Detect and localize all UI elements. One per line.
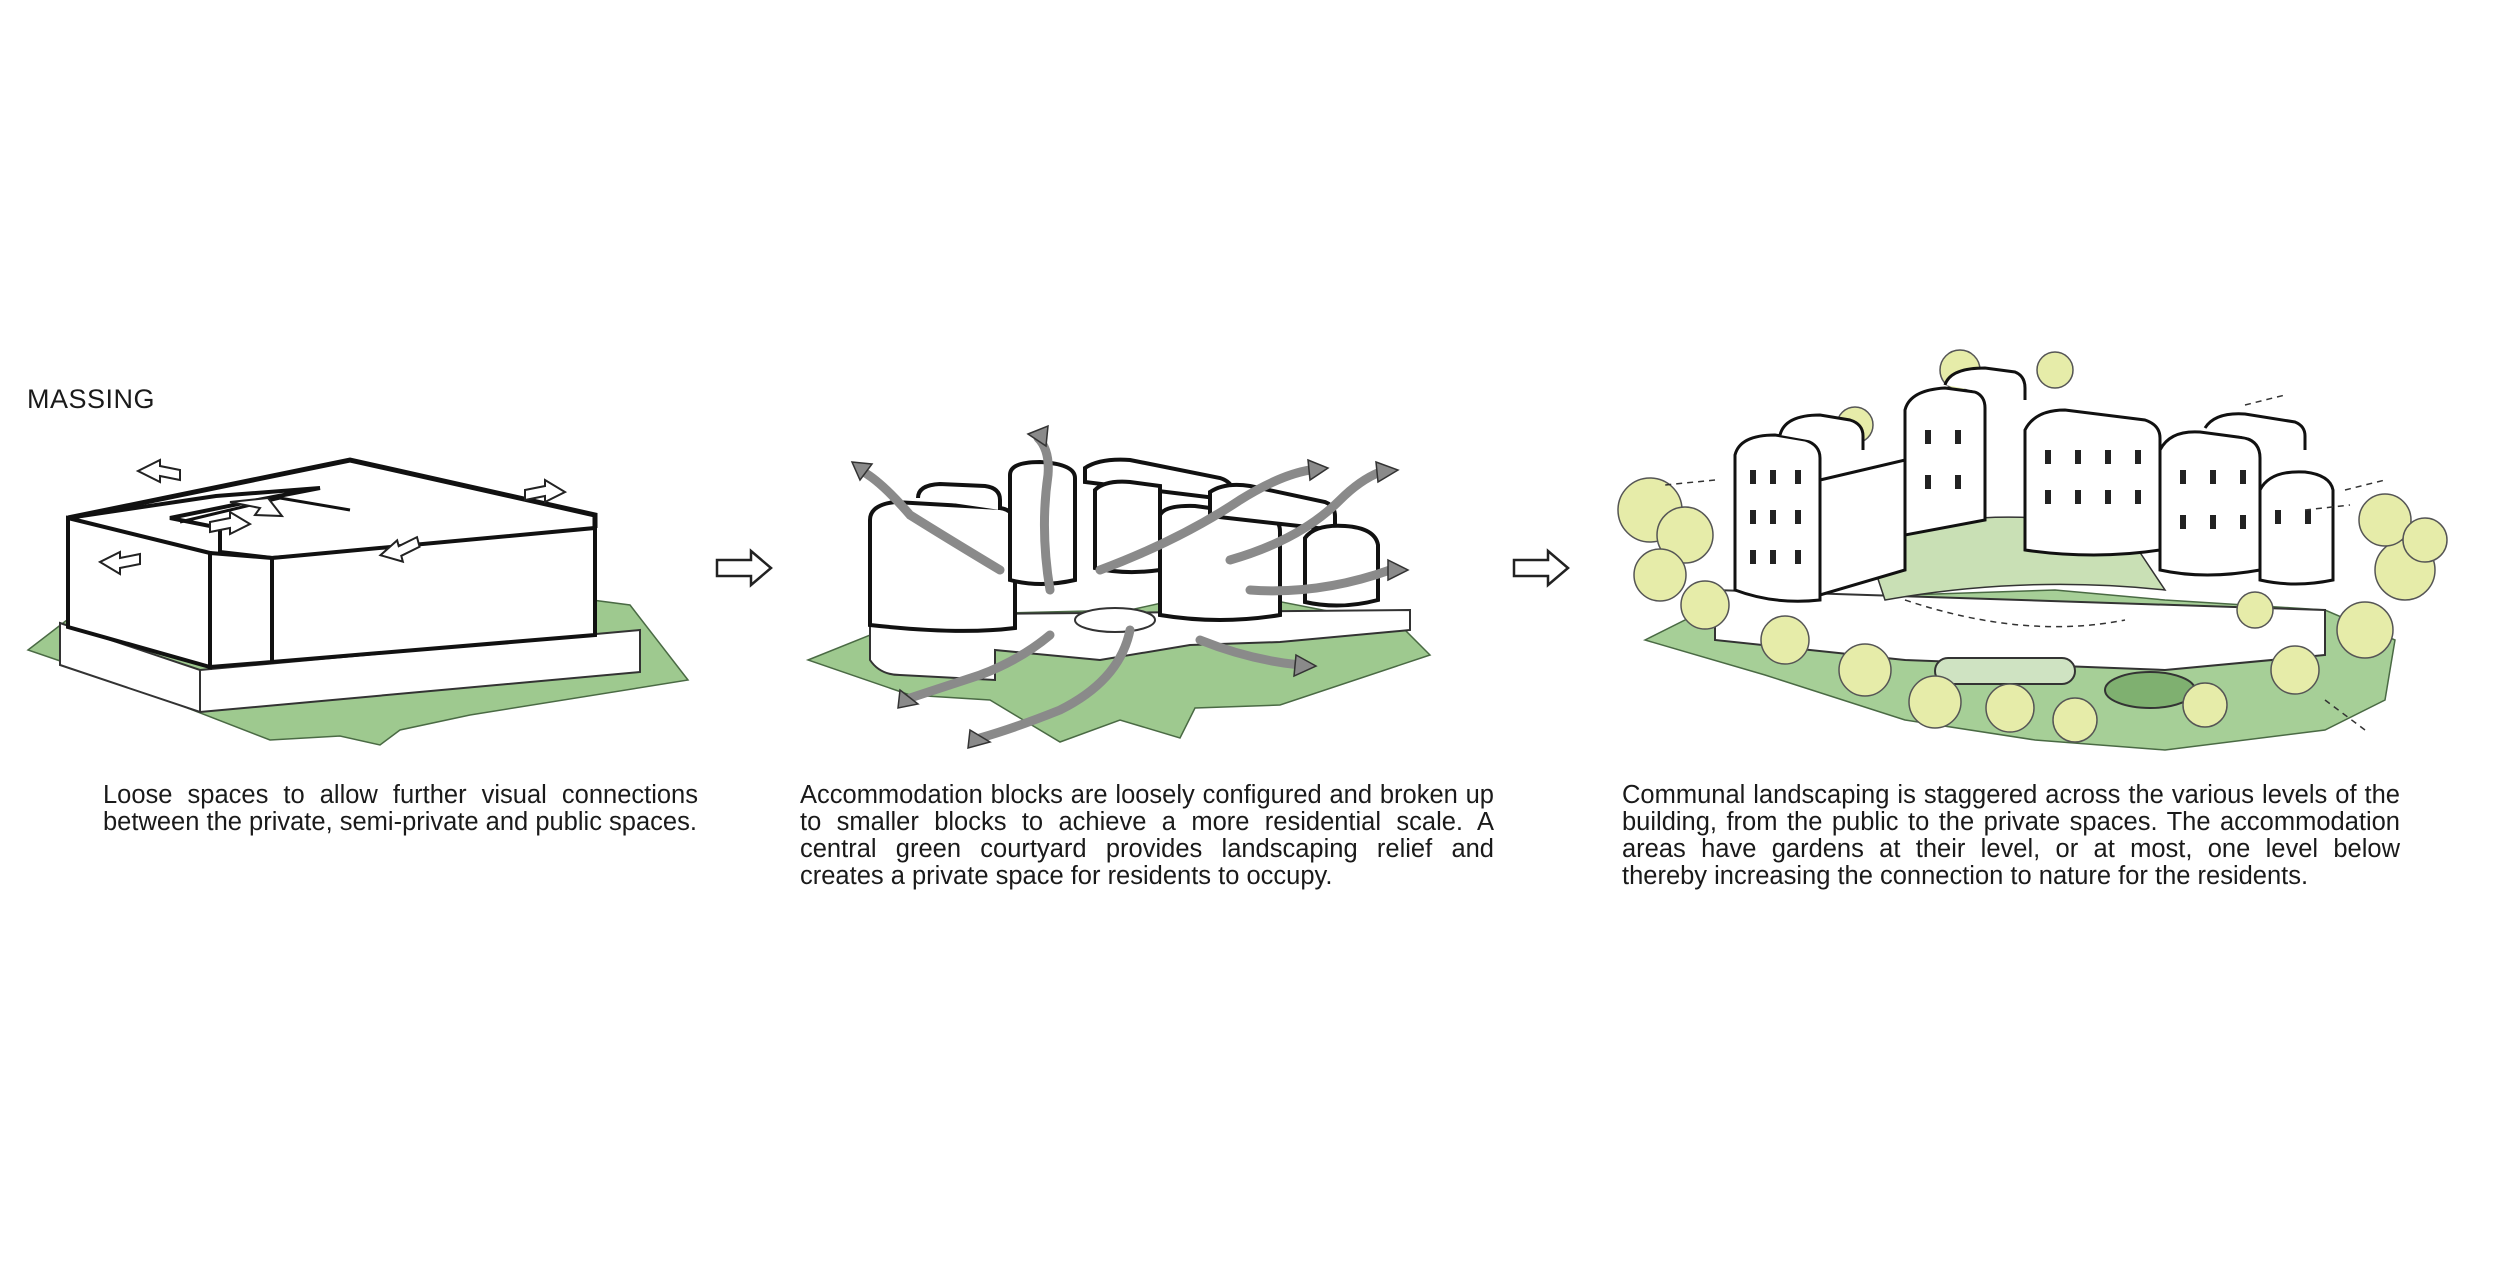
transition-arrow-2 <box>1512 548 1572 588</box>
caption-panel-1: Loose spaces to allow further visual con… <box>103 782 698 836</box>
l-block-inner-face <box>210 553 272 667</box>
massing-sketch-1 <box>20 440 710 760</box>
courtyard-void <box>1075 608 1155 632</box>
water-feature <box>1935 658 2075 684</box>
transition-arrow-1 <box>715 548 775 588</box>
massing-sketch-3 <box>1605 340 2455 770</box>
caption-panel-2: Accommodation blocks are loosely configu… <box>800 782 1494 890</box>
lawn-oval <box>2105 672 2195 708</box>
massing-sketch-2 <box>800 420 1490 770</box>
caption-panel-3: Communal landscaping is staggered across… <box>1622 782 2400 890</box>
section-title: MASSING <box>27 384 155 415</box>
